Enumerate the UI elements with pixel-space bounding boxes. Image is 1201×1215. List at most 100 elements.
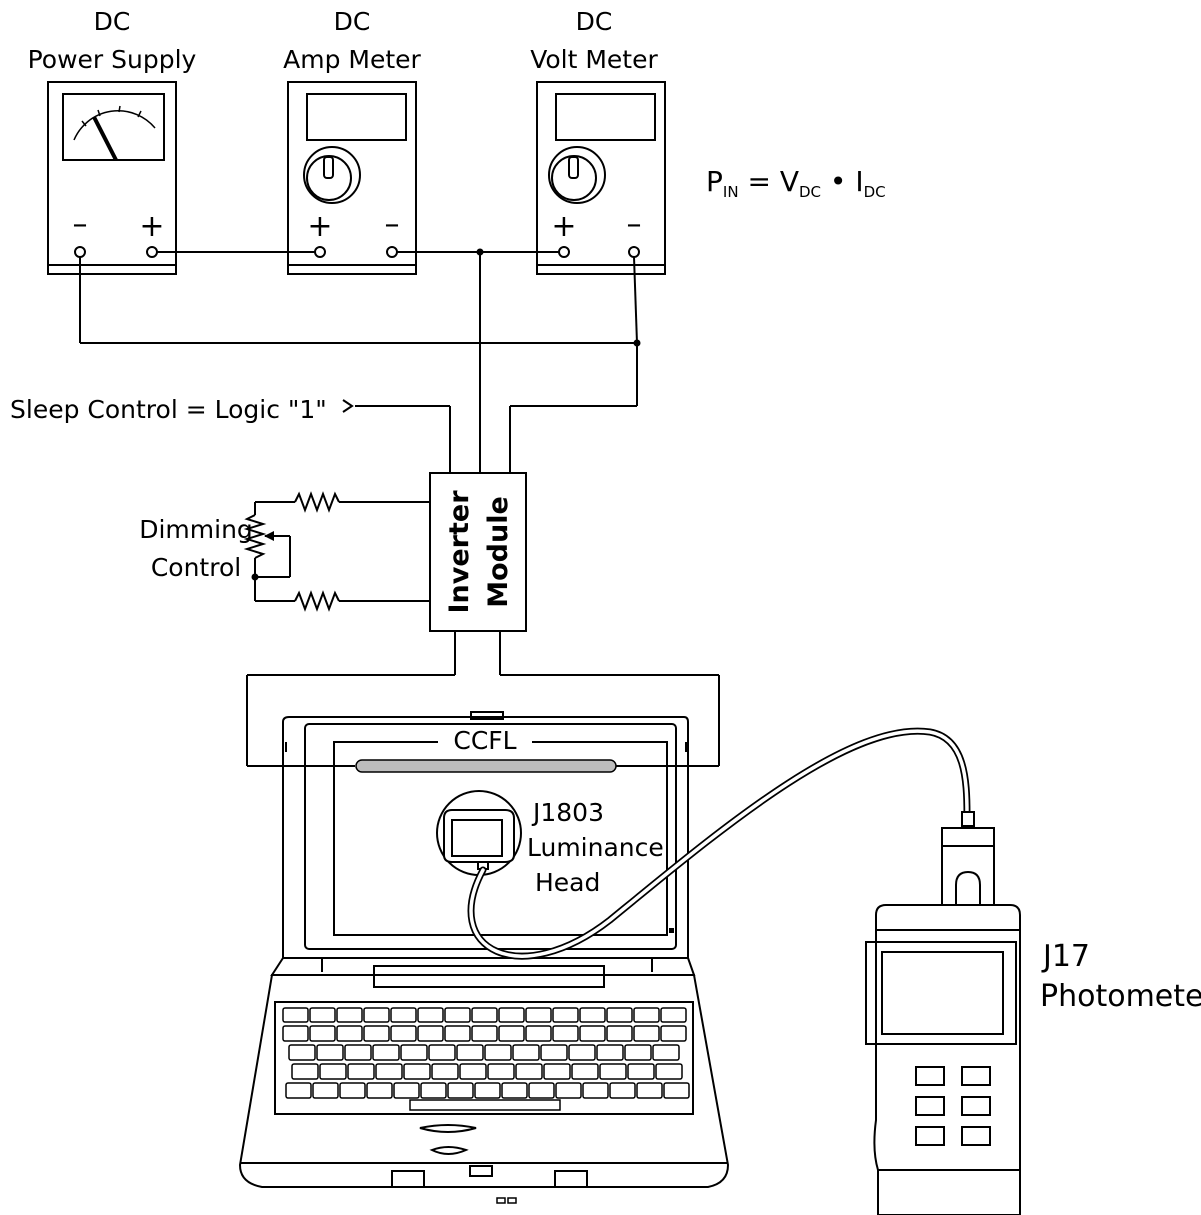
keyboard-key: [552, 1025, 579, 1042]
volt-meter-plus-terminal: [558, 246, 570, 258]
photometer-label-line1: J17: [1041, 939, 1090, 974]
keyboard-key: [606, 1007, 633, 1023]
luminance-head-label-line1: J1803: [531, 798, 604, 827]
laptop-hinge: [373, 965, 605, 988]
keyboard-key: [663, 1082, 690, 1099]
volt-meter-label: DC Volt Meter: [530, 7, 658, 74]
power-supply-plus-terminal: [146, 246, 158, 258]
keyboard-key: [568, 1044, 596, 1061]
keyboard-key: [375, 1063, 403, 1080]
keyboard-key: [403, 1063, 431, 1080]
keyboard-key: [540, 1044, 568, 1061]
photometer-body: [873, 904, 1021, 1215]
sleep-control-arrow-icon: [342, 399, 354, 413]
keyboard-key: [282, 1007, 309, 1023]
amp-meter-label-line2: Amp Meter: [283, 45, 421, 74]
inverter-module-label-line1: Inverter: [444, 490, 475, 614]
power-supply-label-line2: Power Supply: [28, 45, 197, 74]
volt-meter-minus-label: –: [627, 207, 642, 242]
volt-meter-label-line2: Volt Meter: [530, 45, 658, 74]
keyboard-key: [417, 1007, 444, 1023]
keyboard-key: [319, 1063, 347, 1080]
keyboard-key: [571, 1063, 599, 1080]
power-supply-minus-terminal: [74, 246, 86, 258]
keyboard-key: [652, 1044, 680, 1061]
photometer: [865, 811, 1021, 1215]
keyboard-key: [390, 1007, 417, 1023]
laptop-keyboard: [274, 1001, 694, 1115]
amp-meter-label-line1: DC: [334, 7, 371, 36]
amp-meter: + –: [287, 81, 417, 275]
luminance-head-label-line3: Head: [535, 868, 600, 897]
photometer-cable: [467, 727, 971, 960]
power-supply-plus-label: +: [139, 209, 164, 244]
keyboard-key: [288, 1044, 316, 1061]
keyboard-key: [498, 1007, 525, 1023]
ccfl-lamp: [355, 759, 617, 773]
keyboard-key: [633, 1007, 660, 1023]
keyboard-key: [474, 1082, 501, 1099]
keyboard-key: [344, 1044, 372, 1061]
keyboard-key: [363, 1025, 390, 1042]
keyboard-key: [312, 1082, 339, 1099]
volt-meter-minus-terminal: [628, 246, 640, 258]
keyboard-key: [372, 1044, 400, 1061]
keyboard-key: [347, 1063, 375, 1080]
keyboard-key: [471, 1025, 498, 1042]
power-supply-label-line1: DC: [94, 7, 131, 36]
junction-dot: [633, 339, 641, 347]
amp-meter-label: DC Amp Meter: [283, 7, 421, 74]
keyboard-key: [543, 1063, 571, 1080]
keyboard-key: [484, 1044, 512, 1061]
volt-meter-dial-icon: [548, 146, 606, 204]
keyboard-key: [390, 1025, 417, 1042]
trackpad-button: [429, 1146, 469, 1155]
keyboard-key: [606, 1025, 633, 1042]
keyboard-key: [487, 1063, 515, 1080]
keyboard-key: [291, 1063, 319, 1080]
keyboard-key: [528, 1082, 555, 1099]
photometer-label-line2: Photometer: [1040, 979, 1201, 1014]
keyboard-key: [444, 1025, 471, 1042]
keyboard-key: [363, 1007, 390, 1023]
keyboard-key: [582, 1082, 609, 1099]
keyboard-key: [471, 1007, 498, 1023]
keyboard-key: [525, 1025, 552, 1042]
keyboard-key: [336, 1007, 363, 1023]
inverter-module-label-line2: Module: [483, 496, 514, 608]
lid-latch: [470, 711, 504, 720]
power-supply-minus-label: –: [73, 207, 88, 242]
keyboard-key: [596, 1044, 624, 1061]
analog-gauge-icon: [62, 93, 165, 161]
keyboard-key: [282, 1025, 309, 1042]
dimming-control-label-line1: Dimming: [139, 515, 253, 544]
keyboard-key: [609, 1082, 636, 1099]
keyboard-key: [285, 1082, 312, 1099]
junction-dot: [476, 248, 484, 256]
volt-meter-display: [555, 93, 656, 141]
power-supply-label: DC Power Supply: [28, 7, 197, 74]
keyboard-key: [420, 1082, 447, 1099]
keyboard-key: [627, 1063, 655, 1080]
keyboard-key: [624, 1044, 652, 1061]
power-supply: – +: [47, 81, 177, 275]
keyboard-key: [400, 1044, 428, 1061]
ccfl-label: CCFL: [453, 726, 516, 755]
laptop-base: [238, 974, 730, 1188]
keyboard-key: [339, 1082, 366, 1099]
amp-meter-minus-terminal: [386, 246, 398, 258]
keyboard-key: [447, 1082, 474, 1099]
volt-meter-plus-label: +: [551, 209, 576, 244]
dimming-control-label-line2: Control: [151, 553, 241, 582]
wiring: [79, 248, 641, 473]
keyboard-keys: [282, 1007, 690, 1111]
photometer-display: [881, 951, 1004, 1035]
keyboard-key: [515, 1063, 543, 1080]
keyboard-key: [636, 1082, 663, 1099]
keyboard-key: [444, 1007, 471, 1023]
amp-meter-dial-icon: [303, 146, 361, 204]
keyboard-key: [316, 1044, 344, 1061]
keyboard-key: [579, 1025, 606, 1042]
keyboard-key: [655, 1063, 683, 1080]
